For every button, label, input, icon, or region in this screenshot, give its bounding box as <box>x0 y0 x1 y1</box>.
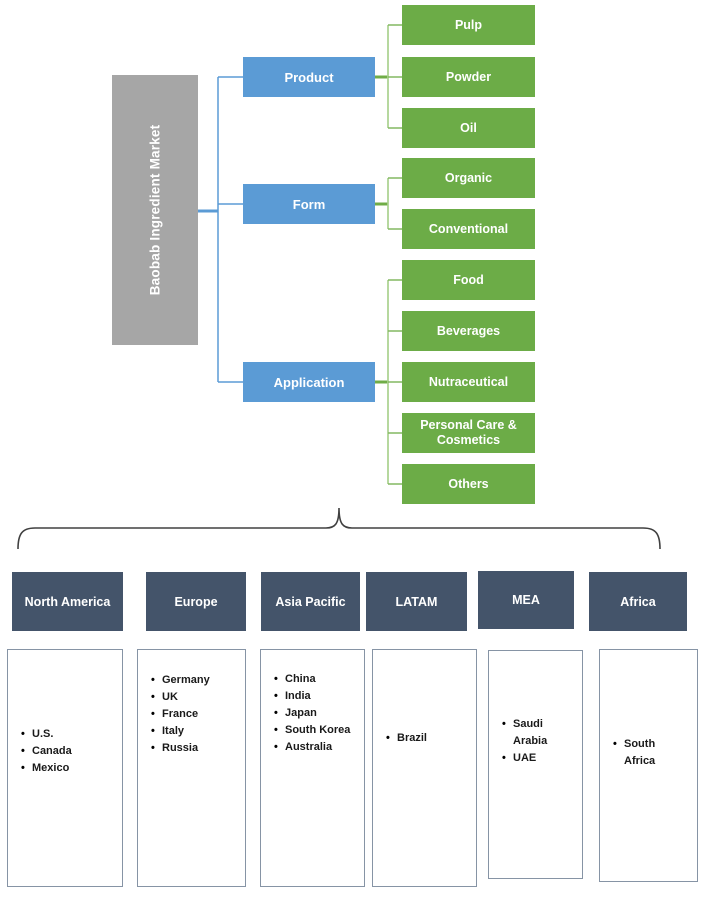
region-list-africa: South Africa <box>599 649 698 882</box>
region-list-asia-pacific: China India Japan South Korea Australia <box>260 649 365 887</box>
application-option-nutraceutical: Nutraceutical <box>402 362 535 402</box>
root-box: Baobab Ingredient Market <box>112 75 198 345</box>
region-list-mea: Saudi Arabia UAE <box>488 650 583 879</box>
country-item: Australia <box>274 739 364 756</box>
region-header-europe: Europe <box>146 572 246 631</box>
country-item: UAE <box>502 750 582 767</box>
product-option-powder: Powder <box>402 57 535 97</box>
form-option-organic: Organic <box>402 158 535 198</box>
region-header-latam: LATAM <box>366 572 467 631</box>
country-item: Mexico <box>21 760 122 777</box>
country-item: South Korea <box>274 722 364 739</box>
country-item: South Africa <box>613 736 666 770</box>
country-item: Germany <box>151 672 245 689</box>
region-header-north-america: North America <box>12 572 123 631</box>
segment-form: Form <box>243 184 375 224</box>
region-list-latam: Brazil <box>372 649 477 887</box>
country-item: UK <box>151 689 245 706</box>
country-item: India <box>274 688 364 705</box>
country-item: U.S. <box>21 726 122 743</box>
diagram-title: Baobab Ingredient Market <box>147 124 163 296</box>
country-item: Italy <box>151 723 245 740</box>
application-option-others: Others <box>402 464 535 504</box>
application-option-food: Food <box>402 260 535 300</box>
application-option-personal-care-cosmetics: Personal Care & Cosmetics <box>402 413 535 453</box>
brace <box>17 507 661 550</box>
country-item: France <box>151 706 245 723</box>
segment-application: Application <box>243 362 375 402</box>
country-item: China <box>274 671 364 688</box>
country-item: Russia <box>151 740 245 757</box>
form-option-conventional: Conventional <box>402 209 535 249</box>
product-option-pulp: Pulp <box>402 5 535 45</box>
region-header-mea: MEA <box>478 571 574 629</box>
region-header-africa: Africa <box>589 572 687 631</box>
product-option-oil: Oil <box>402 108 535 148</box>
country-item: Canada <box>21 743 122 760</box>
segment-product: Product <box>243 57 375 97</box>
region-header-asia-pacific: Asia Pacific <box>261 572 360 631</box>
region-list-north-america: U.S. Canada Mexico <box>7 649 123 887</box>
application-option-beverages: Beverages <box>402 311 535 351</box>
country-item: Saudi Arabia <box>502 716 561 750</box>
region-list-europe: Germany UK France Italy Russia <box>137 649 246 887</box>
country-item: Japan <box>274 705 364 722</box>
country-item: Brazil <box>386 730 476 747</box>
